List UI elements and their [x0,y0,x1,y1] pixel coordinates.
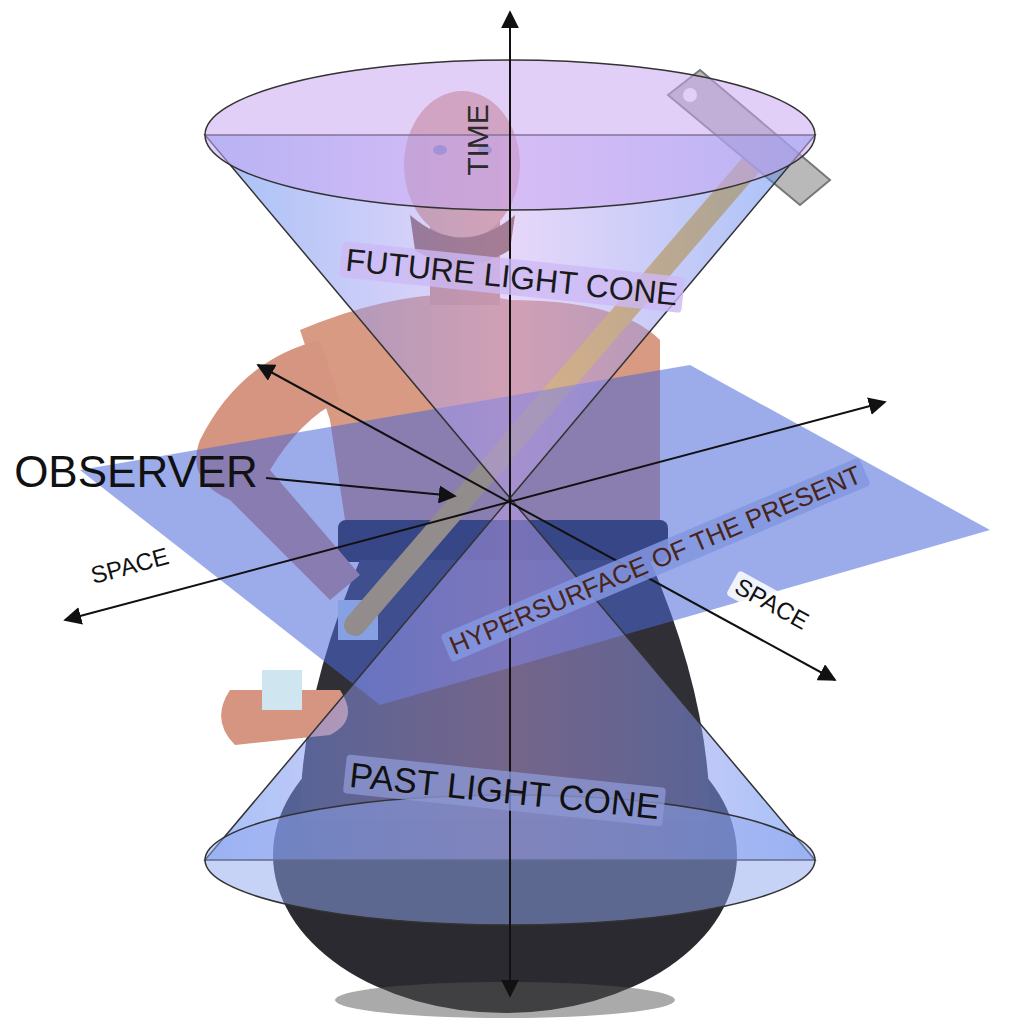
axis-label: SPACE [83,541,177,591]
axis-label: TIME [461,99,495,181]
observer-label: OBSERVER [9,448,263,496]
leader-line [266,478,455,496]
